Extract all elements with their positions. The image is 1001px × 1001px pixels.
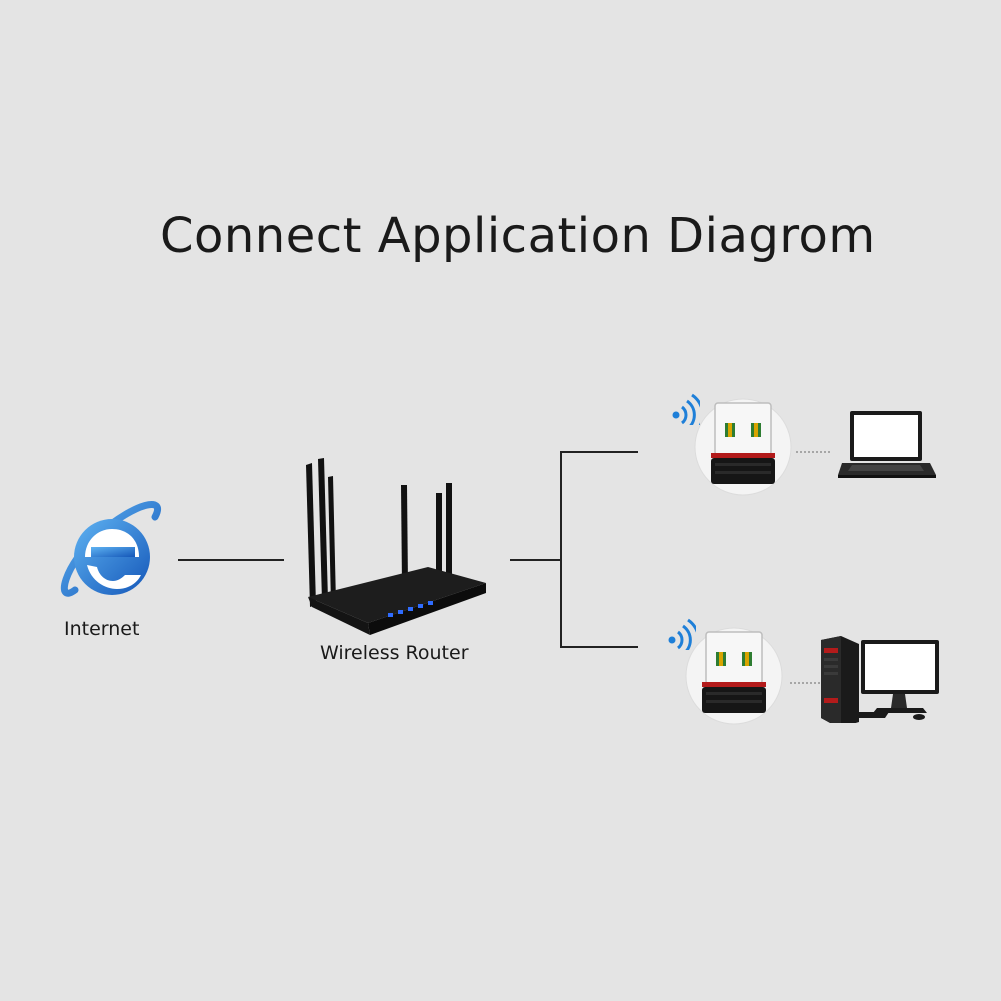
- client-1: [668, 385, 958, 505]
- connector-to-client-1: [560, 451, 638, 453]
- router-node: [288, 455, 493, 640]
- dotted-link-1: [796, 451, 830, 453]
- client-2: [664, 610, 964, 735]
- internet-label: Internet: [64, 618, 140, 640]
- diagram-title: Connect Application Diagrom: [160, 208, 876, 264]
- wifi-signal-icon: [672, 393, 700, 425]
- connector-internet-router: [178, 559, 284, 561]
- connector-to-client-2: [560, 646, 638, 648]
- laptop-icon: [838, 411, 936, 478]
- connector-router-trunk: [510, 559, 562, 561]
- wifi-signal-icon: [668, 618, 696, 650]
- wireless-router-icon: [306, 458, 486, 635]
- desktop-computer-icon: [821, 636, 939, 723]
- internet-explorer-icon: [60, 501, 161, 597]
- dotted-link-2: [790, 682, 820, 684]
- connector-vertical: [560, 451, 562, 648]
- usb-wifi-adapter-icon: [685, 627, 783, 725]
- internet-node: [55, 495, 165, 610]
- router-label: Wireless Router: [320, 642, 469, 664]
- usb-wifi-adapter-icon: [694, 398, 792, 496]
